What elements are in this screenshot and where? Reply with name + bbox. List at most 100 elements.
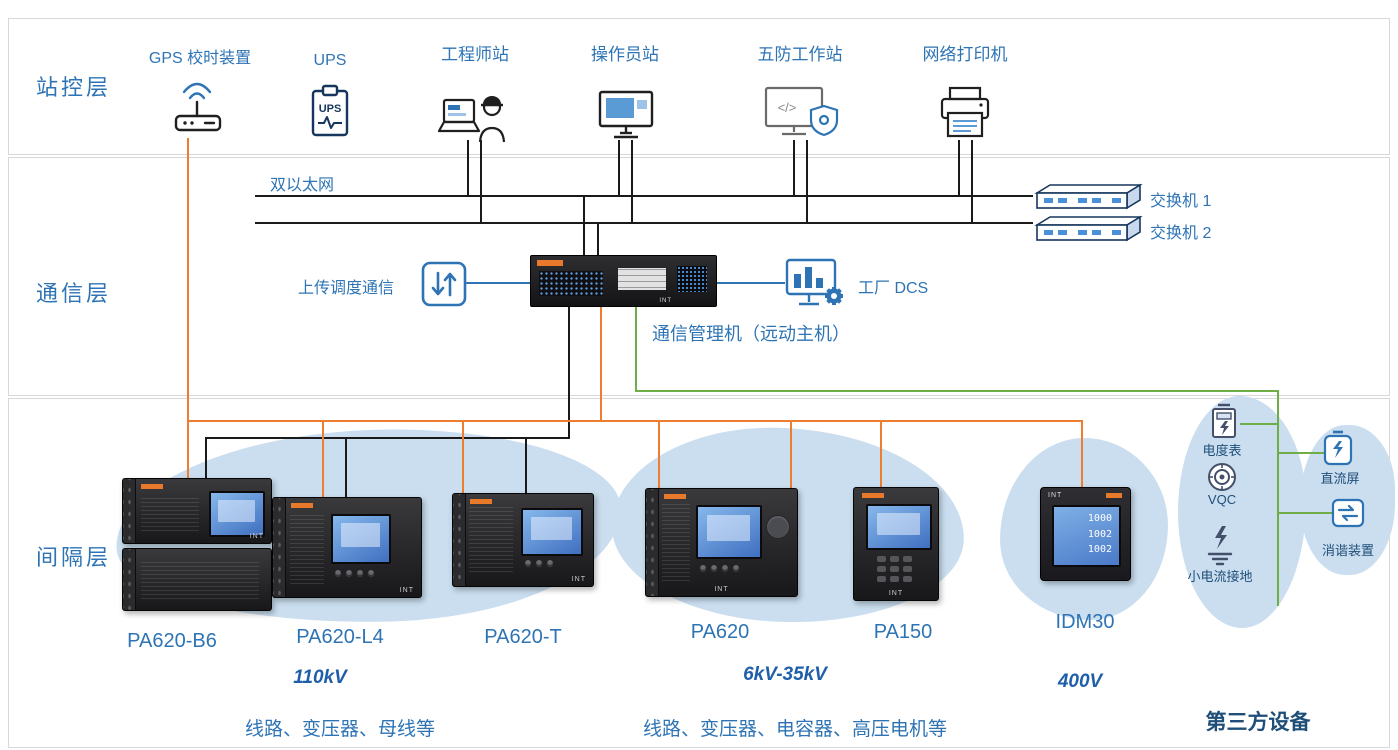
connector-line — [635, 305, 637, 391]
device-label-pa620-b6: PA620-B6 — [127, 630, 217, 652]
gps-router-icon — [168, 78, 228, 138]
device-label-pa620: PA620 — [690, 621, 750, 643]
device-lcd — [696, 505, 762, 559]
harmonic-eliminator-label: 消谐装置 — [1321, 543, 1375, 558]
device-label-idm30: IDM30 — [1055, 611, 1115, 633]
vqc-label: VQC — [1207, 492, 1237, 507]
bay-bus-black — [205, 437, 570, 439]
device-orange-tag — [862, 493, 884, 498]
connector-line — [467, 140, 469, 197]
gps-sync-line — [187, 138, 189, 479]
station-layer-label: 站控层 — [36, 75, 112, 100]
rack-ear — [453, 494, 466, 586]
energy-meter-label: 电度表 — [1202, 443, 1242, 458]
device-pa620: INT — [645, 488, 798, 597]
connector-line — [480, 140, 482, 224]
factory-dcs-label: 工厂 DCS — [858, 280, 929, 297]
ethernet-bus-b — [255, 222, 1033, 224]
voltage-6kv-35kv-label: 6kV-35kV — [743, 664, 827, 685]
vqc-icon — [1205, 460, 1239, 494]
upload-dispatch-icon — [420, 260, 468, 308]
device-pa620-b6: INT — [122, 478, 272, 611]
brand-text: INT — [399, 587, 414, 594]
device-lcd — [209, 491, 265, 537]
voltage-400v-label: 400V — [1057, 671, 1103, 692]
connector-line — [322, 420, 324, 499]
connector-line — [597, 224, 599, 255]
device-pa620-t: INT — [452, 493, 594, 587]
label-panel — [613, 264, 671, 294]
upload-dispatch-label: 上传调度通信 — [298, 280, 395, 297]
connector-line — [583, 197, 585, 255]
connector-line — [790, 420, 792, 490]
device-buttons — [335, 570, 374, 576]
small-current-grounding-icon — [1203, 524, 1237, 566]
bay-layer-label: 间隔层 — [36, 545, 112, 570]
communication-layer-label: 通信层 — [36, 281, 112, 306]
comm-manager-device: INT — [530, 255, 717, 307]
vents — [141, 495, 199, 531]
meter-lcd: 1000 1002 1002 — [1052, 505, 1121, 567]
brand-text: INT — [571, 576, 586, 583]
connector-line — [631, 140, 633, 224]
connector-line — [880, 420, 882, 489]
device-buttons — [700, 565, 739, 571]
brand-text: INT — [249, 533, 264, 540]
device-idm30: INT 1000 1002 1002 — [1040, 487, 1131, 581]
meter-body: INT 1000 1002 1002 — [1040, 487, 1131, 581]
rack-ear — [273, 498, 286, 597]
meter-reading: 1002 — [1087, 544, 1112, 555]
connector-line — [345, 437, 347, 499]
device-orange-tag — [291, 503, 313, 508]
device-pa620-l4: INT — [272, 497, 422, 598]
device-label-pa620-l4: PA620-L4 — [296, 626, 384, 648]
rack-ear — [123, 479, 136, 543]
device-keypad — [877, 556, 912, 582]
caption-110kv-group: 线路、变压器、母线等 — [244, 719, 436, 740]
device-orange-tag — [141, 484, 163, 489]
connector-line — [1081, 420, 1083, 489]
code-glyph-text: </> — [778, 100, 797, 115]
energy-meter-icon — [1209, 402, 1239, 442]
comm-manager-label: 通信管理机（远动主机） — [652, 324, 850, 344]
connector-line — [1240, 423, 1279, 425]
rack-ear — [123, 549, 136, 610]
vents — [662, 503, 690, 581]
brand-text: INT — [714, 586, 729, 593]
connector-line — [525, 437, 527, 495]
third-party-riser-green — [1277, 390, 1279, 606]
led-matrix — [539, 271, 603, 296]
connector-line — [658, 420, 660, 490]
dc-panel-label: 直流屏 — [1320, 471, 1360, 486]
five-prevention-monitor-shield-icon: </> — [762, 82, 840, 144]
small-current-grounding-label: 小电流接地 — [1187, 569, 1253, 584]
vents — [290, 512, 324, 584]
vents — [469, 506, 513, 572]
device-buttons — [525, 560, 553, 566]
engineer-workstation-icon — [437, 84, 512, 144]
ups-icon-text: UPS — [319, 103, 342, 115]
ups-clipboard-icon: UPS — [308, 82, 352, 140]
device-pa150: INT — [853, 487, 939, 601]
connector-line — [971, 140, 973, 224]
dispatch-link-line — [466, 282, 530, 284]
harmonic-eliminator-icon — [1330, 496, 1366, 530]
switch-1-label: 交换机 1 — [1150, 193, 1212, 210]
dc-panel-icon — [1322, 430, 1354, 468]
connector-line — [1279, 512, 1332, 514]
engineer-station-label: 工程师站 — [441, 45, 509, 64]
device-orange-tag — [470, 499, 492, 504]
brand-text: INT — [888, 590, 904, 597]
brand-text: INT — [659, 298, 672, 304]
five-prevention-station-label: 五防工作站 — [757, 45, 843, 64]
device-lcd — [521, 508, 583, 556]
switch-2-icon — [1032, 214, 1144, 244]
connector-line — [793, 140, 795, 197]
connector-line — [205, 437, 207, 480]
factory-dcs-icon — [785, 258, 851, 316]
device-orange-tag — [1106, 493, 1122, 498]
vents — [141, 561, 259, 599]
device-orange-tag — [537, 260, 563, 266]
connector-line — [600, 305, 602, 421]
